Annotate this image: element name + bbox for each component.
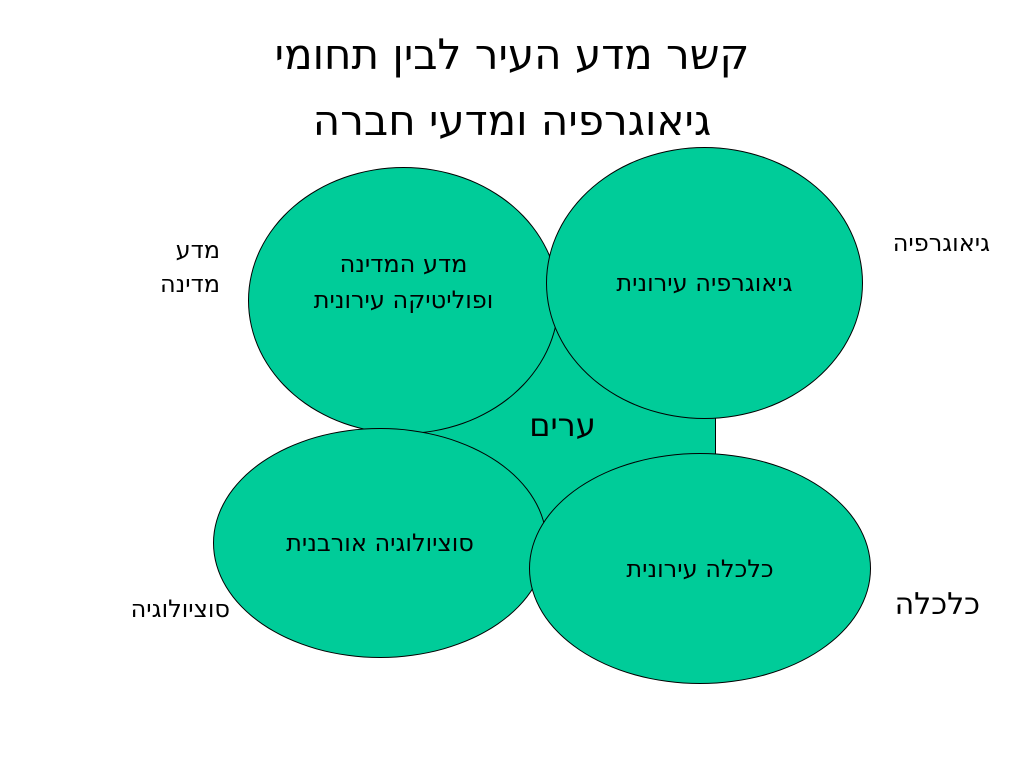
political-science-outer-line-2: מדינה bbox=[159, 270, 220, 298]
sociology-outer-label: סוציולוגיה bbox=[130, 595, 230, 623]
urban-geography-circle bbox=[546, 147, 863, 419]
urban-sociology-circle-label: סוציולוגיה אורבנית bbox=[286, 529, 474, 557]
economics-outer-label: כלכלה bbox=[894, 587, 980, 622]
urban-economics-circle bbox=[529, 453, 871, 684]
political-science-outer-label: מדע מדינה bbox=[120, 233, 220, 301]
slide-title: קשר מדע העיר לבין תחומי גיאוגרפיה ומדעי … bbox=[0, 22, 1024, 154]
political-science-circle-line-1: מדע המדינה bbox=[339, 250, 468, 278]
urban-geography-circle-label: גיאוגרפיה עירונית bbox=[616, 269, 793, 297]
urban-sociology-circle bbox=[213, 428, 547, 658]
title-line-1: קשר מדע העיר לבין תחומי bbox=[274, 30, 750, 79]
political-science-circle-label: מדע המדינה ופוליטיקה עירונית bbox=[248, 246, 559, 318]
urban-economics-circle-label: כלכלה עירונית bbox=[626, 555, 774, 583]
geography-outer-label: גיאוגרפיה bbox=[892, 229, 990, 257]
title-line-2: גיאוגרפיה ומדעי חברה bbox=[312, 96, 712, 145]
cities-center-label: ערים bbox=[529, 406, 596, 444]
political-science-outer-line-1: מדע bbox=[175, 236, 220, 264]
political-science-circle-line-2: ופוליטיקה עירונית bbox=[313, 286, 494, 314]
